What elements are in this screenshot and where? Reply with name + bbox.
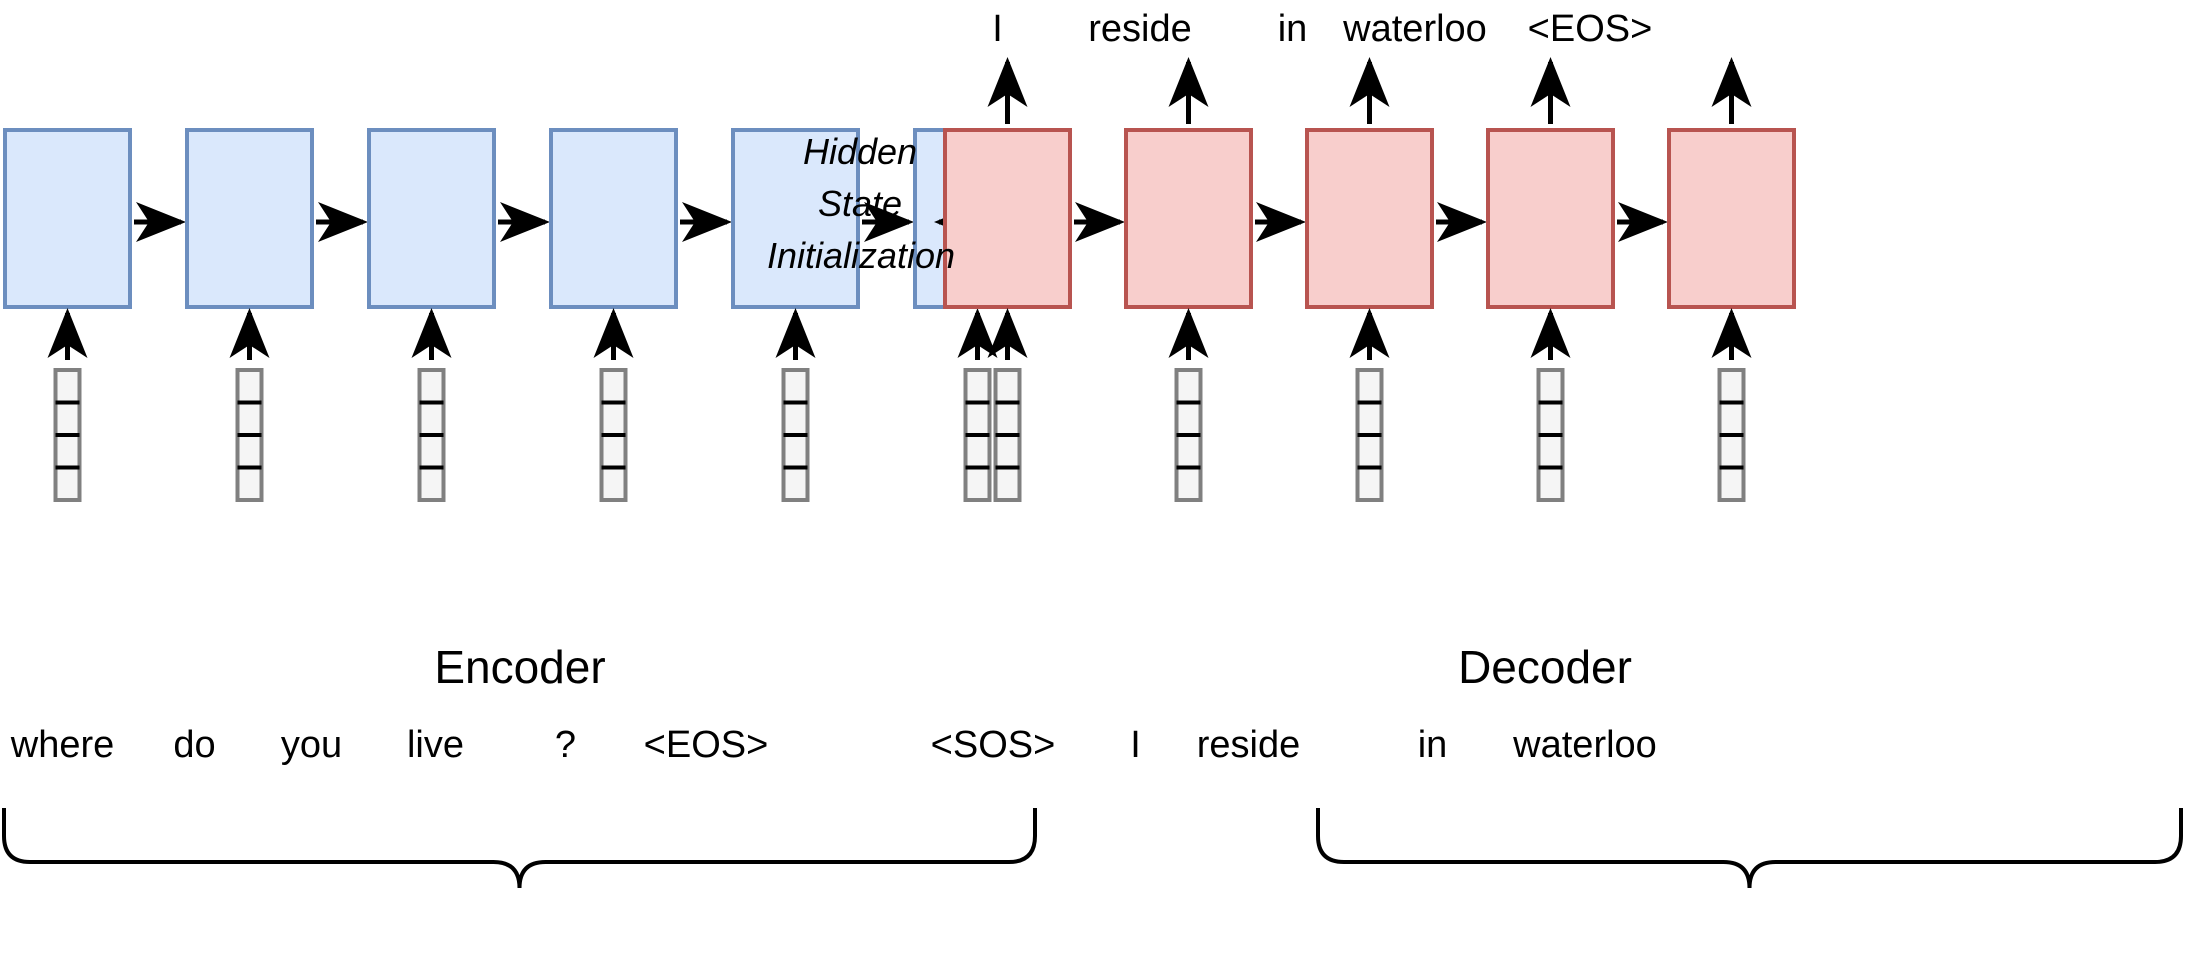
decoder-brace: [1316, 808, 2183, 889]
encoder-cell-2[interactable]: [367, 128, 496, 309]
hidden-state-line-3: Initialization: [766, 235, 956, 276]
hidden-state-line-1: Hidden: [802, 131, 918, 172]
decoder-cell-0[interactable]: [943, 128, 1072, 309]
decoder-output-4: <EOS>: [1527, 8, 1653, 50]
decoder-output-0: I: [992, 8, 1003, 50]
encoder-token-5: <EOS>: [643, 724, 769, 766]
encoder-token-0: where: [10, 724, 115, 766]
encoder-cell-4[interactable]: [731, 128, 860, 309]
encoder-token-1: do: [173, 724, 216, 766]
encoder-token-2: you: [280, 724, 343, 766]
decoder-token-2: reside: [1196, 724, 1301, 766]
encoder-cell-3[interactable]: [549, 128, 678, 309]
decoder-output-3: waterloo: [1343, 8, 1487, 50]
decoder-section-label: Decoder: [1458, 641, 1632, 693]
decoder-cell-1[interactable]: [1124, 128, 1253, 309]
encoder-brace: [2, 808, 1037, 889]
encoder-token-3: live: [406, 724, 465, 766]
decoder-cell-2[interactable]: [1305, 128, 1434, 309]
decoder-token-3: in: [1417, 724, 1448, 766]
decoder-output-2: in: [1277, 8, 1308, 50]
decoder-output-1: reside: [1088, 8, 1192, 50]
decoder-cell-3[interactable]: [1486, 128, 1615, 309]
decoder-token-4: waterloo: [1513, 724, 1657, 766]
encoder-cell-0[interactable]: [3, 128, 132, 309]
encoder-section-label: Encoder: [434, 641, 606, 693]
decoder-cell-4[interactable]: [1667, 128, 1796, 309]
decoder-token-1: I: [1130, 724, 1141, 766]
hidden-state-line-2: State: [817, 183, 903, 224]
encoder-token-4: ?: [554, 724, 577, 766]
decoder-token-0: <SOS>: [930, 724, 1056, 766]
encoder-cell-1[interactable]: [185, 128, 314, 309]
